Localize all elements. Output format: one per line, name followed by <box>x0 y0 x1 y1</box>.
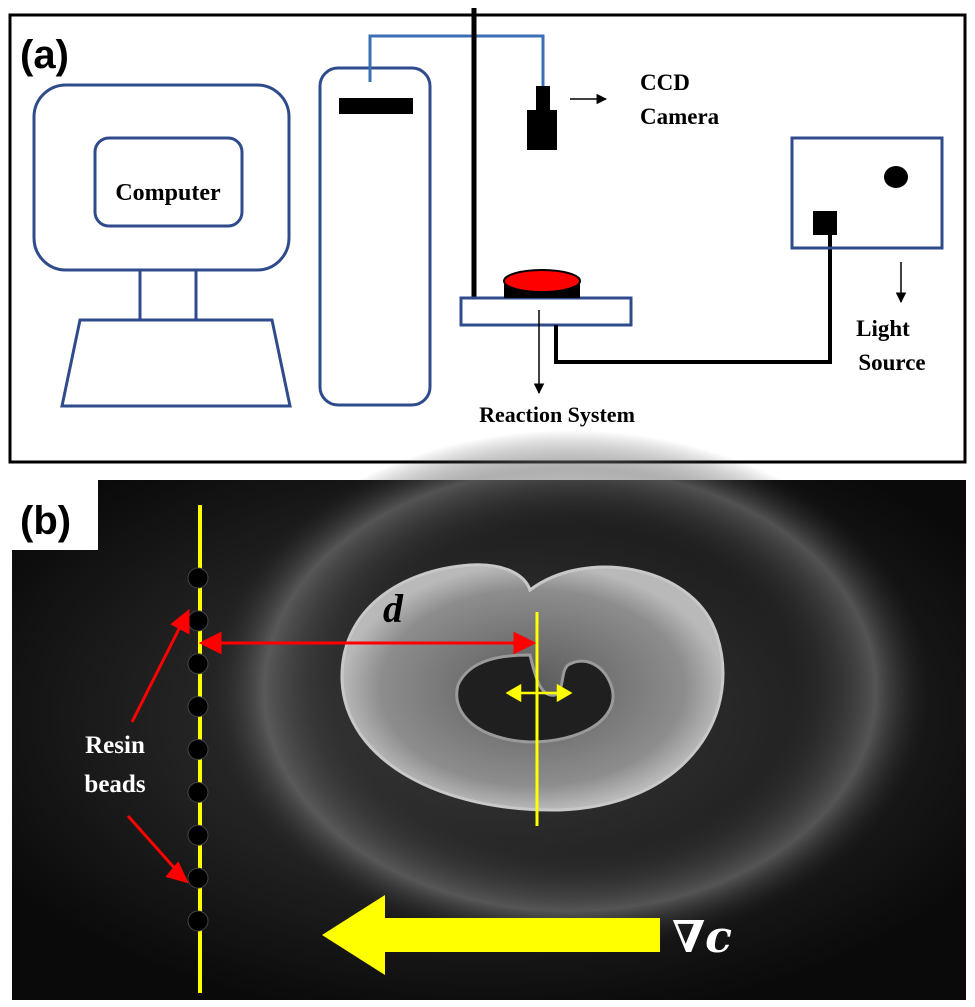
resin-bead <box>187 653 209 675</box>
light-label-line2: Source <box>858 350 925 375</box>
resin-beads-group <box>187 567 209 932</box>
ccd-camera-icon <box>527 86 557 150</box>
panel-a: (a) Computer CCD Camera <box>8 8 967 464</box>
light-cable <box>554 234 832 364</box>
light-source-box <box>790 136 944 250</box>
resin-label-line1: Resin <box>85 732 145 759</box>
panel-a-label: (a) <box>20 33 69 77</box>
distance-d-label: d <box>383 586 404 631</box>
panel-b-label: (b) <box>20 499 71 543</box>
light-label-line1: Light <box>856 316 910 341</box>
computer-label: Computer <box>115 180 221 206</box>
distance-d-arrow <box>198 631 537 655</box>
resin-bead <box>187 867 209 889</box>
camera-label-line2: Camera <box>640 104 720 129</box>
resin-bead <box>187 739 209 760</box>
sample-stage <box>459 296 633 327</box>
panel-b-label-patch <box>12 480 98 550</box>
camera-cable <box>368 34 545 88</box>
spiral-wave <box>340 563 725 812</box>
controller-unit <box>318 66 432 407</box>
reaction-system-label: Reaction System <box>479 402 635 427</box>
resin-bead <box>187 910 209 932</box>
resin-pointer-arrows <box>126 608 190 884</box>
panel-b: (b) d Resin beads <box>12 430 966 1000</box>
gradient-label: ∇c <box>672 912 732 963</box>
core-drift-arrow <box>505 683 573 703</box>
petri-dish-icon <box>503 269 581 298</box>
light-source-indicator <box>884 166 908 188</box>
resin-bead <box>187 567 209 589</box>
resin-bead <box>187 781 209 803</box>
panel-a-frame <box>8 13 967 464</box>
resin-bead <box>187 610 209 632</box>
computer-icon <box>32 83 292 408</box>
resin-bead <box>187 696 209 718</box>
camera-label-line1: CCD <box>640 70 690 95</box>
controller-slot <box>339 98 413 114</box>
gradient-arrow <box>322 895 660 975</box>
resin-bead <box>187 824 209 846</box>
light-source-port <box>813 211 837 235</box>
resin-label-line2: beads <box>84 771 145 798</box>
